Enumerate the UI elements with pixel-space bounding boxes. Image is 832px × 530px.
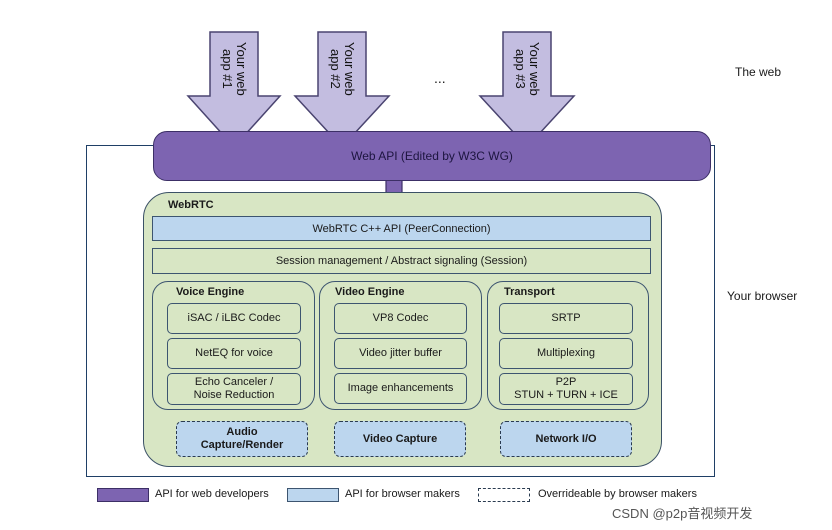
legend-swatch-browser-makers [287, 488, 339, 502]
transport-title: Transport [504, 286, 555, 298]
layer-browser-label: Your browser [727, 289, 798, 303]
transport-srtp: SRTP [499, 303, 633, 334]
transport-multiplexing: Multiplexing [499, 338, 633, 369]
cpp-api-label: WebRTC C++ API (PeerConnection) [312, 222, 491, 235]
cpp-api-bar: WebRTC C++ API (PeerConnection) [152, 216, 651, 241]
network-io: Network I/O [500, 421, 632, 457]
app1-arrow [186, 31, 282, 149]
voice-codec: iSAC / iLBC Codec [167, 303, 301, 334]
video-image-enhancements: Image enhancements [334, 373, 467, 404]
app3-arrow [478, 31, 576, 149]
web-api-bar: Web API (Edited by W3C WG) [153, 131, 711, 181]
apps-ellipsis: ... [434, 70, 446, 86]
video-codec: VP8 Codec [334, 303, 467, 334]
legend-overrideable: Overrideable by browser makers [538, 488, 697, 500]
layer-web-label: The web [735, 65, 782, 79]
voice-engine-title: Voice Engine [176, 286, 245, 298]
legend-browser-makers: API for browser makers [345, 488, 460, 500]
legend-swatch-web-devs [97, 488, 149, 502]
legend-web-devs: API for web developers [155, 488, 269, 500]
voice-neteq: NetEQ for voice [167, 338, 301, 369]
voice-echo-canceler: Echo Canceler /Noise Reduction [167, 373, 301, 405]
video-capture: Video Capture [334, 421, 466, 457]
webrtc-title: WebRTC [168, 199, 214, 211]
app2-arrow [293, 31, 391, 149]
video-jitter-buffer: Video jitter buffer [334, 338, 467, 369]
watermark: CSDN @p2p音视频开发 [612, 506, 753, 521]
video-engine-title: Video Engine [335, 286, 405, 298]
session-label: Session management / Abstract signaling … [275, 255, 528, 267]
legend-swatch-overrideable [478, 488, 530, 502]
web-api-label: Web API (Edited by W3C WG) [351, 149, 513, 163]
session-bar: Session management / Abstract signaling … [152, 248, 651, 274]
